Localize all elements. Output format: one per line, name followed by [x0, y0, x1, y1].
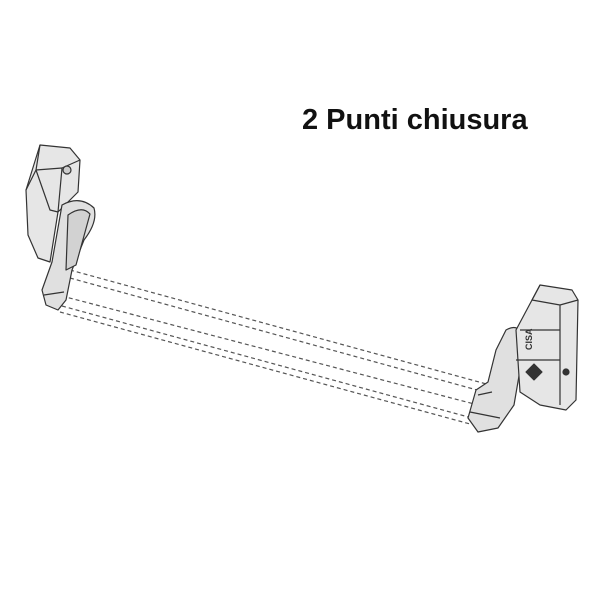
left-lever — [41, 200, 96, 311]
right-lever — [467, 327, 525, 433]
brand-logo-icon — [525, 363, 543, 381]
product-title: 2 Punti chiusura — [302, 104, 528, 136]
push-bar-dashed — [59, 269, 491, 425]
right-end-housing: CISA — [515, 284, 579, 411]
svg-text:CISA: CISA — [524, 328, 534, 350]
left-end-housing — [25, 144, 81, 263]
